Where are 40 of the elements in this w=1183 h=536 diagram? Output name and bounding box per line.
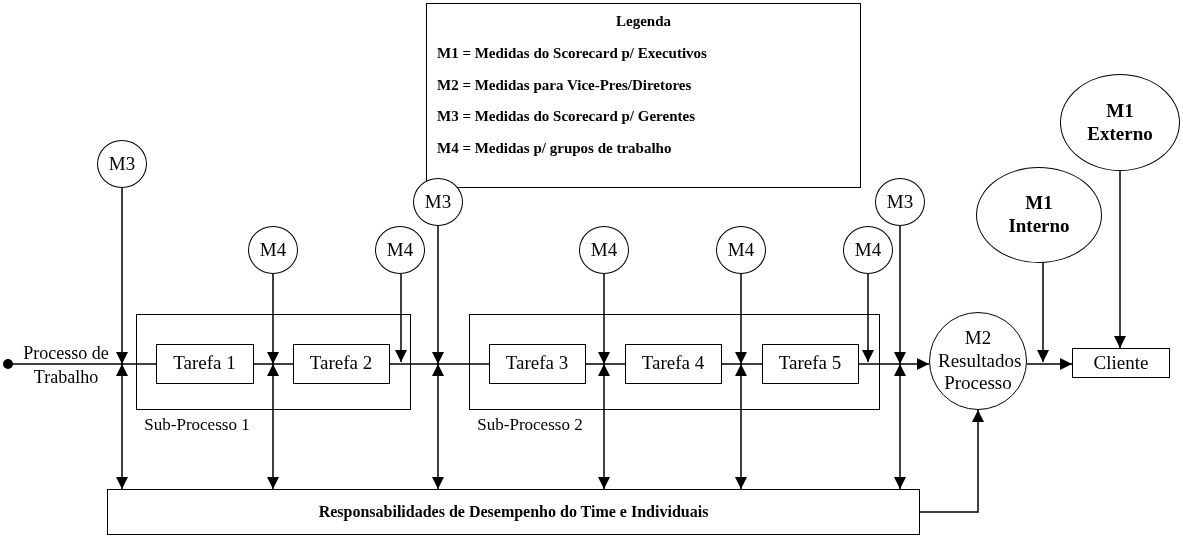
arrow	[894, 225, 906, 490]
arrow	[1026, 358, 1073, 370]
measure-ellipse: M1 Interno	[976, 167, 1102, 263]
task-box: Tarefa 4	[624, 343, 722, 384]
measure-circle: M4	[716, 226, 766, 274]
legend-entry: M2 = Medidas para Vice-Pres/Diretores	[437, 75, 693, 95]
process-label: Processo de Trabalho	[16, 342, 116, 388]
arrow	[735, 273, 747, 490]
result-circle: M2 Resultados Processo	[929, 312, 1027, 410]
measure-circle: M3	[875, 178, 925, 226]
arrow	[919, 409, 984, 513]
task-box: Tarefa 5	[761, 343, 859, 384]
arrow	[267, 273, 279, 490]
measure-circle: M3	[413, 178, 463, 226]
subprocess-label: Sub-Processo 1	[143, 414, 251, 436]
subprocess-label: Sub-Processo 2	[476, 414, 584, 436]
arrow	[598, 273, 610, 490]
measure-circle: M4	[248, 226, 298, 274]
task-box: Tarefa 2	[292, 343, 390, 384]
responsibility-box: Responsabilidades de Desempenho do Time e Individuais	[107, 489, 920, 535]
arrow	[395, 273, 407, 363]
measure-circle: M4	[579, 226, 629, 274]
arrow	[1114, 170, 1126, 349]
arrow	[858, 358, 930, 370]
legend-entry: M3 = Medidas do Scorecard p/ Gerentes	[437, 107, 696, 126]
measure-circle: M4	[843, 226, 893, 274]
task-box: Tarefa 3	[488, 343, 586, 384]
arrow	[862, 273, 874, 363]
task-box: Cliente	[1072, 348, 1170, 378]
arrow	[432, 225, 444, 490]
legend-title: Legenda	[615, 12, 672, 30]
measure-circle: M4	[375, 226, 425, 274]
measure-ellipse: M1 Externo	[1060, 74, 1180, 171]
legend-entry: M4 = Medidas p/ grupos de trabalho	[437, 138, 673, 158]
legend-box	[426, 3, 861, 188]
arrow	[116, 187, 128, 490]
arrow	[1037, 262, 1049, 363]
legend-entry: M1 = Medidas do Scorecard p/ Executivos	[437, 44, 708, 63]
task-box: Tarefa 1	[155, 343, 254, 384]
measure-circle: M3	[97, 140, 147, 188]
